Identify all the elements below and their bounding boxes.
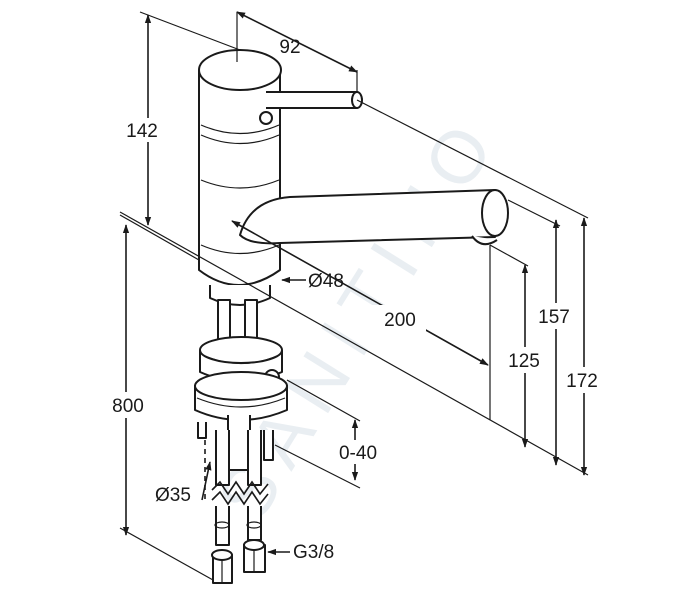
dimension-hole-diameter: Ø35 [155, 440, 212, 506]
connection-nuts [211, 539, 266, 584]
label-hose-length: 800 [112, 396, 144, 417]
label-overall-height: 172 [566, 371, 598, 392]
reference-line-spout-end [489, 244, 529, 267]
dimension-hose-length: 800 [104, 224, 214, 581]
label-spout-height: 125 [508, 351, 540, 372]
mounting-assembly [194, 299, 288, 471]
label-body-height: 142 [126, 121, 158, 142]
dimension-overall-height: 172 [560, 217, 606, 476]
dimension-spout-reach: 200 [231, 220, 489, 366]
label-thread: G3/8 [293, 542, 334, 563]
supply-hoses [211, 430, 269, 546]
reference-line-top [356, 99, 589, 219]
reference-line-spout-top [507, 199, 561, 227]
label-hole-diameter: Ø35 [155, 485, 191, 506]
faucet-body [198, 49, 282, 306]
dimension-spout-height: 125 [498, 264, 548, 448]
dimension-lever-height: 157 [530, 219, 580, 466]
label-lever-length: 92 [279, 37, 300, 58]
dimension-body-height: 142 [118, 11, 241, 261]
dimension-thread: G3/8 [267, 542, 334, 563]
dimension-mount-thickness: 0-40 [274, 379, 384, 489]
label-lever-height: 157 [538, 307, 570, 328]
label-spout-reach: 200 [384, 310, 416, 331]
dimension-lever-length: 92 [236, 11, 358, 92]
dimension-body-diameter: Ø48 [281, 271, 344, 292]
spout [239, 189, 509, 246]
label-mount-thickness: 0-40 [339, 443, 377, 464]
